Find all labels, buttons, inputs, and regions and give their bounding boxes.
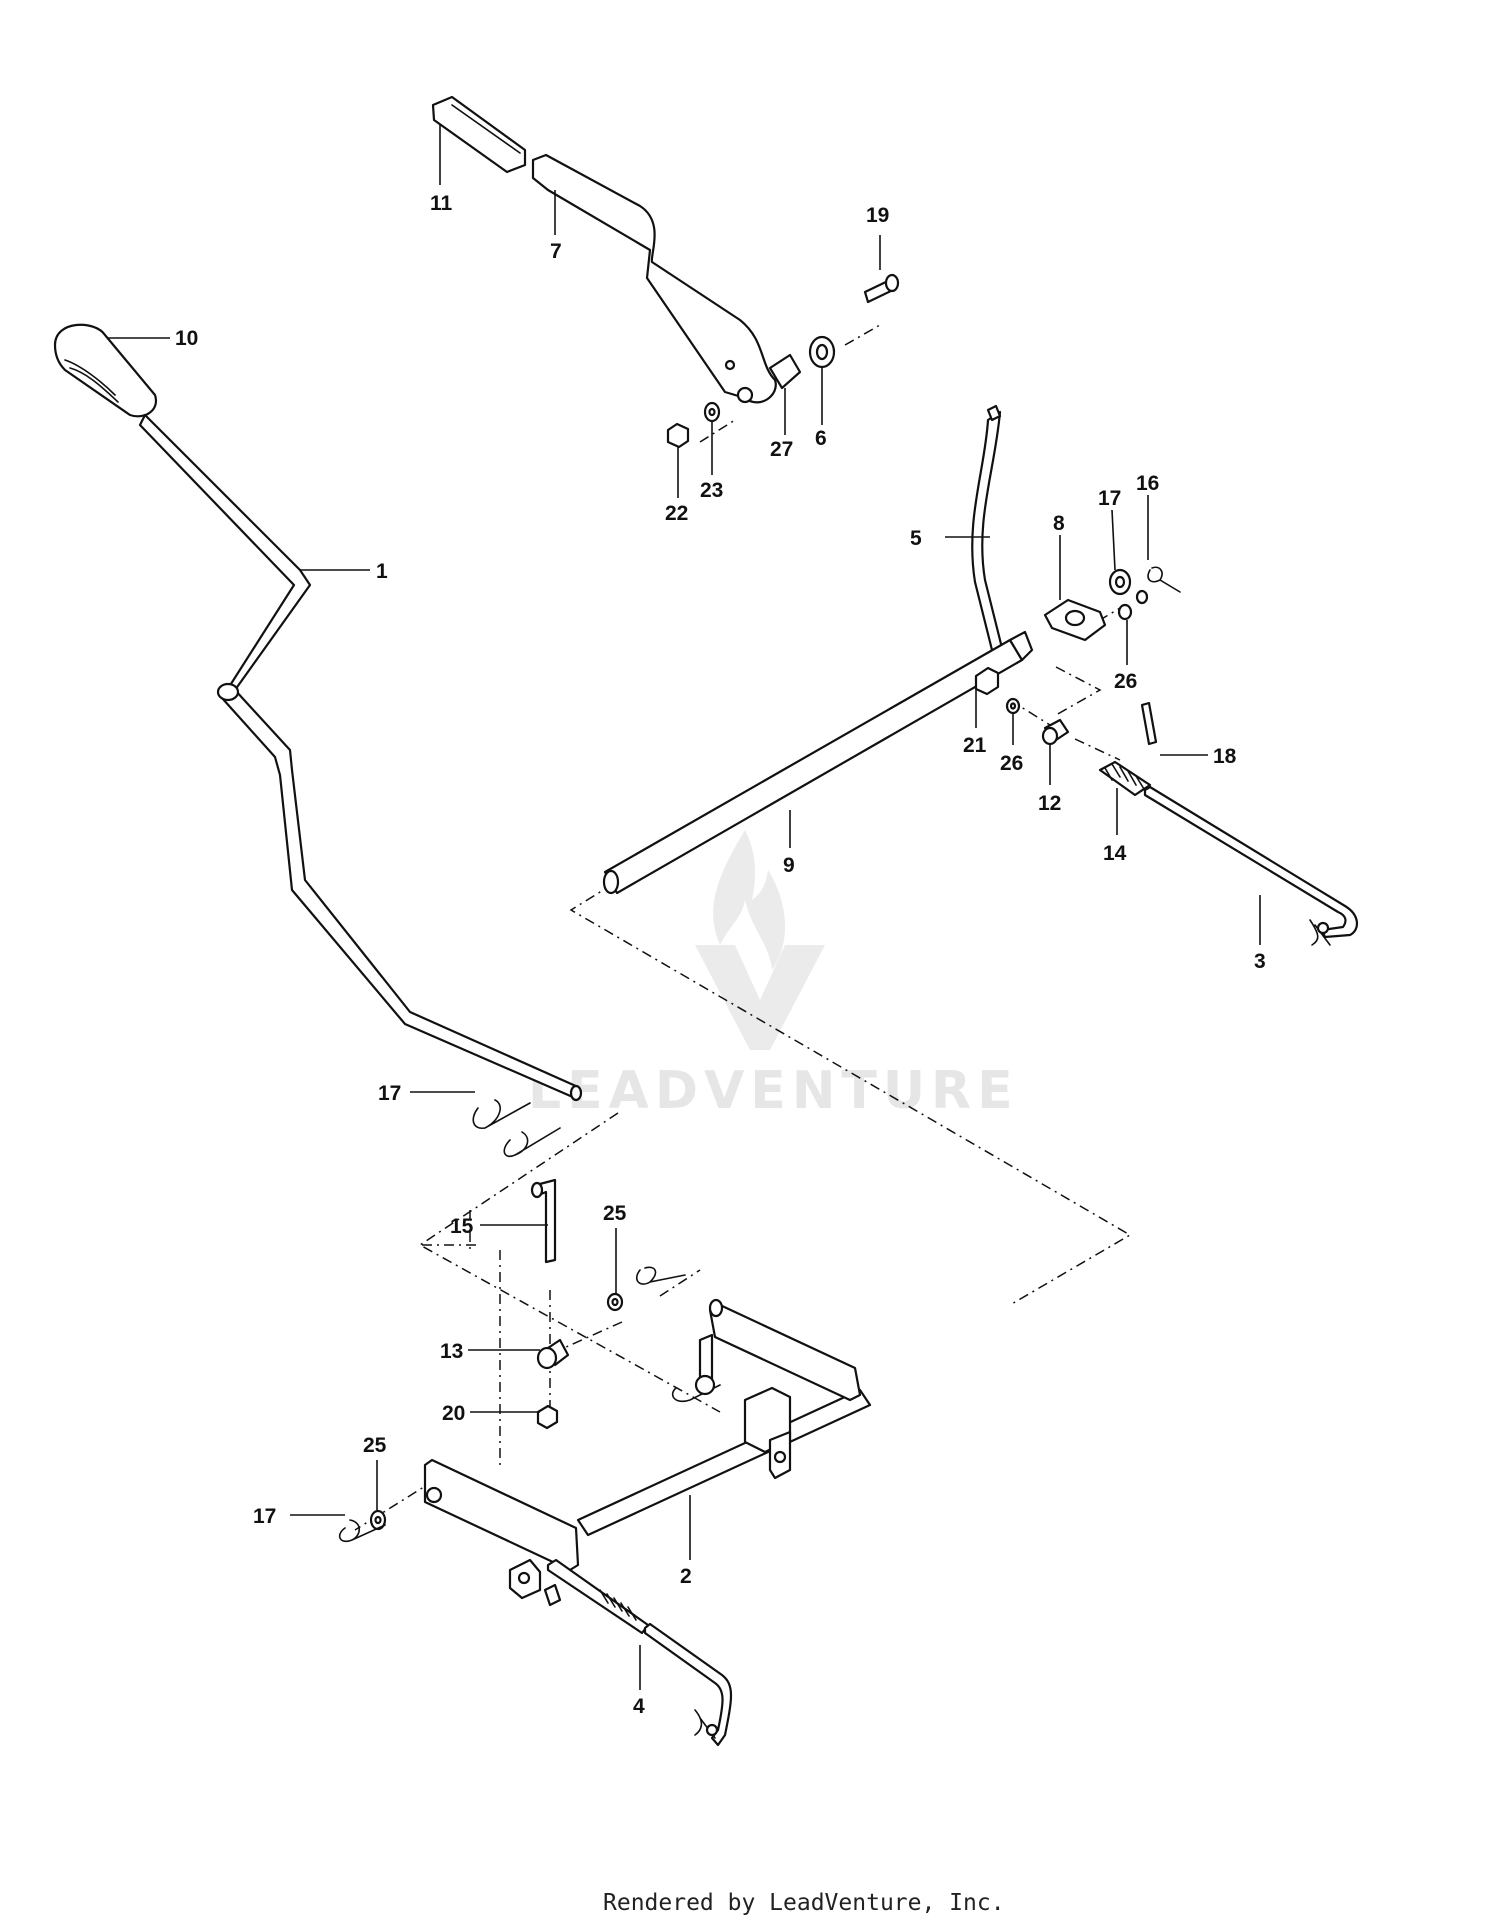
callout-2: 2 — [680, 1565, 692, 1588]
spring-part-14 — [1098, 760, 1152, 797]
cross-shaft-part-9 — [602, 630, 1034, 895]
callout-11: 11 — [430, 192, 453, 215]
washer-upper-part-25 — [606, 1292, 624, 1312]
bracket-part-8 — [1043, 598, 1107, 642]
pedal-pad-part-11 — [431, 95, 527, 174]
lift-lever-rod-part-1 — [138, 413, 583, 1102]
callout-7: 7 — [550, 240, 562, 263]
washer-lower-part-26 — [1005, 697, 1021, 715]
watermark: LEADVENTURE — [528, 830, 1019, 1121]
hairpin-clip-lower-part-17 — [338, 1519, 386, 1543]
pedal-arm-part-7 — [531, 153, 777, 404]
bushing-part-6 — [808, 335, 836, 369]
callout-19: 18 — [1213, 745, 1237, 768]
footer-credit: Rendered by LeadVenture, Inc. — [603, 1890, 1005, 1916]
roll-pin-part-19 — [1140, 701, 1158, 746]
nut-part-23 — [666, 422, 690, 449]
callout-labels: 10 1 11 7 19 6 27 23 22 5 8 17 16 26 21 … — [175, 192, 1266, 1718]
callout-17-lower: 17 — [253, 1505, 276, 1528]
l-pin-part-15 — [530, 1178, 557, 1264]
handle-grip-part-10 — [53, 323, 158, 418]
callout-8: 8 — [1053, 512, 1065, 535]
callout-14: 14 — [1103, 842, 1127, 865]
lift-assembly-part-2 — [423, 1298, 872, 1572]
callout-3: 3 — [1254, 950, 1266, 973]
shoulder-bolt-part-20 — [863, 273, 900, 304]
callout-1: 1 — [376, 560, 388, 583]
spring-washer-part-27 — [768, 353, 802, 390]
callout-24: 23 — [700, 479, 723, 502]
leader-lines — [108, 125, 1261, 1690]
rod-part-5 — [971, 404, 1004, 652]
washer-lower-part-25 — [369, 1509, 387, 1531]
bushing-part-18 — [1108, 568, 1132, 596]
bushing-part-13 — [536, 1338, 570, 1370]
callout-10: 10 — [175, 327, 198, 350]
callout-13: 13 — [440, 1340, 463, 1363]
watermark-text: LEADVENTURE — [528, 1061, 1019, 1121]
cable-assembly-part-4 — [508, 1558, 733, 1747]
callout-25-upper: 25 — [603, 1202, 627, 1225]
callout-23: 22 — [665, 502, 688, 525]
callout-22: 21 — [963, 734, 987, 757]
callout-20: 19 — [866, 204, 889, 227]
nut-part-21 — [536, 1404, 559, 1430]
nut-part-22 — [974, 666, 1000, 696]
pin-part-12 — [1041, 718, 1070, 746]
clip-part-16 — [1147, 566, 1181, 593]
callout-27: 27 — [770, 438, 793, 461]
hairpin-clip-upper-part-17 — [472, 1099, 561, 1158]
hairpin-clip-mid — [635, 1266, 686, 1285]
callout-26-lower: 26 — [1000, 752, 1023, 775]
callout-5: 5 — [910, 527, 922, 550]
washer-part-24 — [703, 401, 721, 423]
callout-9: 9 — [783, 854, 795, 877]
callout-6: 6 — [815, 427, 827, 450]
watermark-flame-logo — [695, 830, 825, 1050]
callout-17-upper: 17 — [378, 1082, 401, 1105]
washer-upper-part-26 — [1117, 589, 1149, 621]
callout-25-lower: 25 — [363, 1434, 387, 1457]
callout-4: 4 — [633, 1695, 645, 1718]
callout-26-upper: 26 — [1114, 670, 1137, 693]
callout-16: 16 — [1136, 472, 1159, 495]
callout-15: 15 — [450, 1215, 474, 1238]
cable-rod-part-3 — [1143, 785, 1358, 946]
callout-21: 20 — [442, 1402, 465, 1425]
callout-12: 12 — [1038, 792, 1061, 815]
callout-18: 17 — [1098, 487, 1121, 510]
